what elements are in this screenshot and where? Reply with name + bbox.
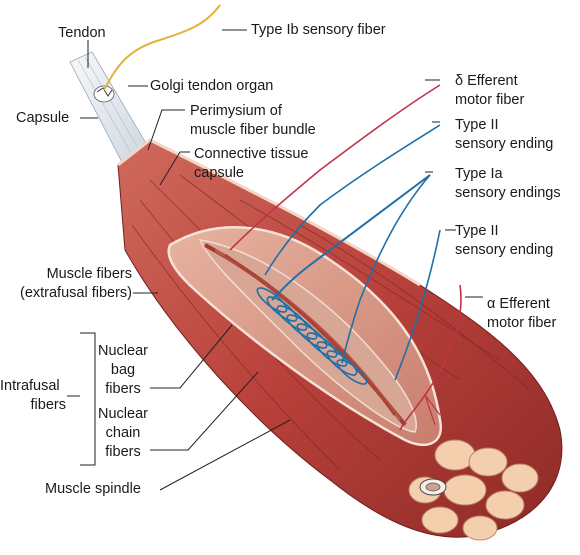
type-ia-fiber-2 — [341, 174, 431, 364]
label-perimysium: Perimysium of muscle fiber bundle — [190, 103, 316, 138]
label-muscle-fibers: Muscle fibers (extrafusal fibers) — [19, 266, 132, 301]
alpha-efferent-fiber — [399, 284, 462, 431]
label-type-ia: Type Ia sensory endings — [455, 166, 561, 201]
label-type-ii-bottom: Type II sensory ending — [455, 223, 554, 258]
muscle-fiber-cross-sections — [408, 439, 539, 541]
label-tendon: Tendon — [58, 25, 106, 41]
nerve-fibers — [103, 4, 462, 431]
intrafusal-fibers — [204, 243, 407, 427]
label-muscle-spindle: Muscle spindle — [45, 481, 141, 497]
perimysium-edge — [117, 138, 421, 287]
golgi-tendon-organ — [93, 85, 115, 103]
tendon-striation — [77, 56, 143, 161]
leader-lines — [67, 29, 483, 491]
type-ii-top-fiber — [264, 124, 441, 276]
label-intrafusal-fibers: Intrafusal fibers — [0, 378, 66, 413]
annulospiral-endings — [256, 287, 368, 385]
label-connective-tissue-capsule: Connective tissue capsule — [194, 146, 309, 181]
spindle-cross-section — [419, 478, 447, 496]
label-type-ib-sensory-fiber: Type Ib sensory fiber — [251, 22, 386, 38]
delta-efferent-fiber — [229, 84, 441, 251]
label-alpha-efferent: α Efferent motor fiber — [487, 296, 557, 331]
label-nuclear-bag-fibers: Nuclear bag fibers — [98, 343, 148, 397]
label-nuclear-chain-fibers: Nuclear chain fibers — [98, 406, 148, 460]
type-ib-fiber — [103, 4, 221, 91]
type-ii-bottom-fiber — [394, 229, 441, 381]
label-type-ii-top: Type II sensory ending — [455, 117, 554, 152]
label-capsule: Capsule — [16, 110, 70, 126]
label-golgi-tendon-organ: Golgi tendon organ — [150, 78, 274, 94]
label-delta-efferent: δ Efferent motor fiber — [455, 73, 525, 108]
type-ia-fiber — [271, 174, 431, 301]
